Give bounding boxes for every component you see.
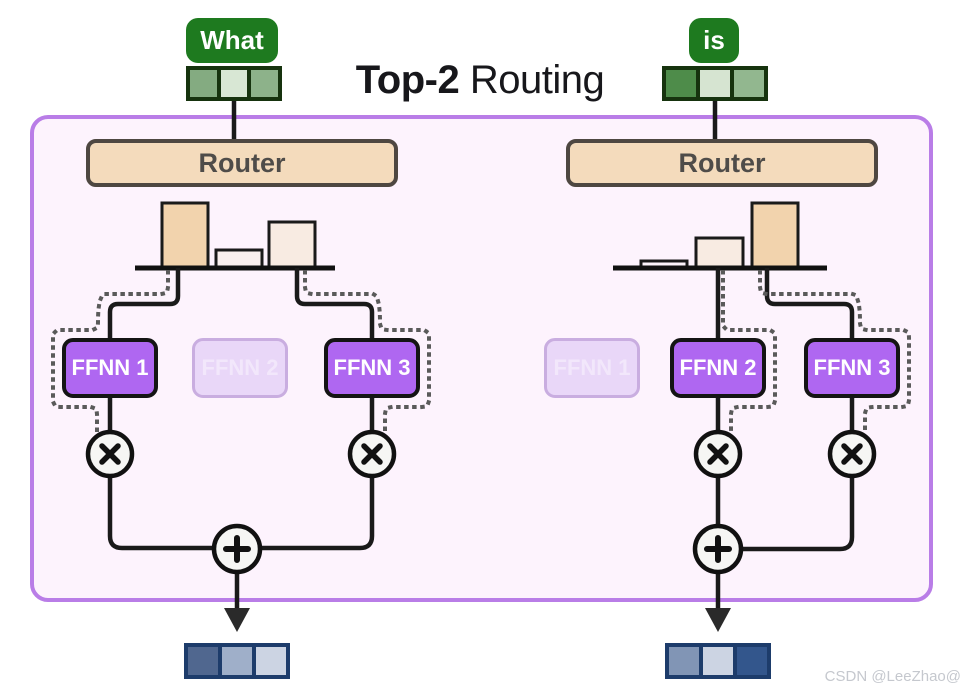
router-label: Router [678, 147, 766, 178]
token-label: is [703, 25, 725, 55]
token-embedding-what [186, 66, 282, 101]
token-badge-is: is [689, 18, 739, 63]
title-regular: Routing [469, 58, 605, 102]
diagram-title: Top-2 Routing [300, 58, 660, 103]
embedding-cell [252, 647, 286, 675]
arrow-down-icon [224, 608, 250, 632]
token-embedding-is [662, 66, 768, 101]
expert-box-ffnn2-right: FFNN 2 [670, 338, 766, 398]
embedding-cell [216, 70, 248, 97]
router-box-right: Router [566, 139, 878, 187]
embedding-cell [188, 647, 218, 675]
embedding-cell [699, 647, 733, 675]
output-embedding-right [665, 643, 771, 679]
selection-outline-left-expert3 [303, 270, 431, 432]
embedding-cell [733, 647, 767, 675]
embedding-cell [666, 70, 696, 97]
routing-path-left-expert3 [260, 268, 375, 551]
plus-icon [704, 535, 732, 563]
title-bold: Top-2 [355, 58, 460, 102]
weight-bar [694, 236, 745, 270]
router-weights-chart-right [613, 201, 827, 271]
multiply-icon [841, 443, 863, 465]
router-label: Router [198, 147, 286, 178]
routing-path-left-expert1 [107, 268, 214, 551]
plus-icon [223, 535, 251, 563]
selection-outline-left-expert1 [51, 270, 170, 432]
multiply-node [827, 429, 877, 479]
output-embedding-left [184, 643, 290, 679]
multiply-node [693, 429, 743, 479]
multiply-icon [361, 443, 383, 465]
weight-bar [160, 201, 210, 270]
multiply-icon [707, 443, 729, 465]
expert-box-ffnn1-right: FFNN 1 [544, 338, 640, 398]
expert-box-ffnn3-right: FFNN 3 [804, 338, 900, 398]
expert-box-ffnn1-left: FFNN 1 [62, 338, 158, 398]
moe-layer-container [30, 115, 933, 602]
selection-outline-right-expert2 [721, 270, 777, 432]
embedding-cell [669, 647, 699, 675]
weight-bar [267, 220, 317, 270]
token-badge-what: What [186, 18, 278, 63]
add-node [211, 523, 263, 575]
multiply-node [85, 429, 135, 479]
embedding-cell [218, 647, 252, 675]
router-box-left: Router [86, 139, 398, 187]
expert-box-ffnn2-left: FFNN 2 [192, 338, 288, 398]
weight-bar [214, 248, 264, 270]
token-label: What [200, 25, 264, 55]
embedding-cell [247, 70, 279, 97]
routing-path-right-expert3 [741, 268, 855, 552]
multiply-icon [99, 443, 121, 465]
add-node [692, 523, 744, 575]
expert-box-ffnn3-left: FFNN 3 [324, 338, 420, 398]
multiply-node [347, 429, 397, 479]
arrow-down-icon [705, 608, 731, 632]
embedding-cell [696, 70, 730, 97]
watermark: CSDN @LeeZhao@ [824, 668, 961, 685]
embedding-cell [730, 70, 764, 97]
router-weights-chart-left [135, 201, 335, 271]
embedding-cell [190, 70, 217, 97]
weight-bar [750, 201, 800, 270]
